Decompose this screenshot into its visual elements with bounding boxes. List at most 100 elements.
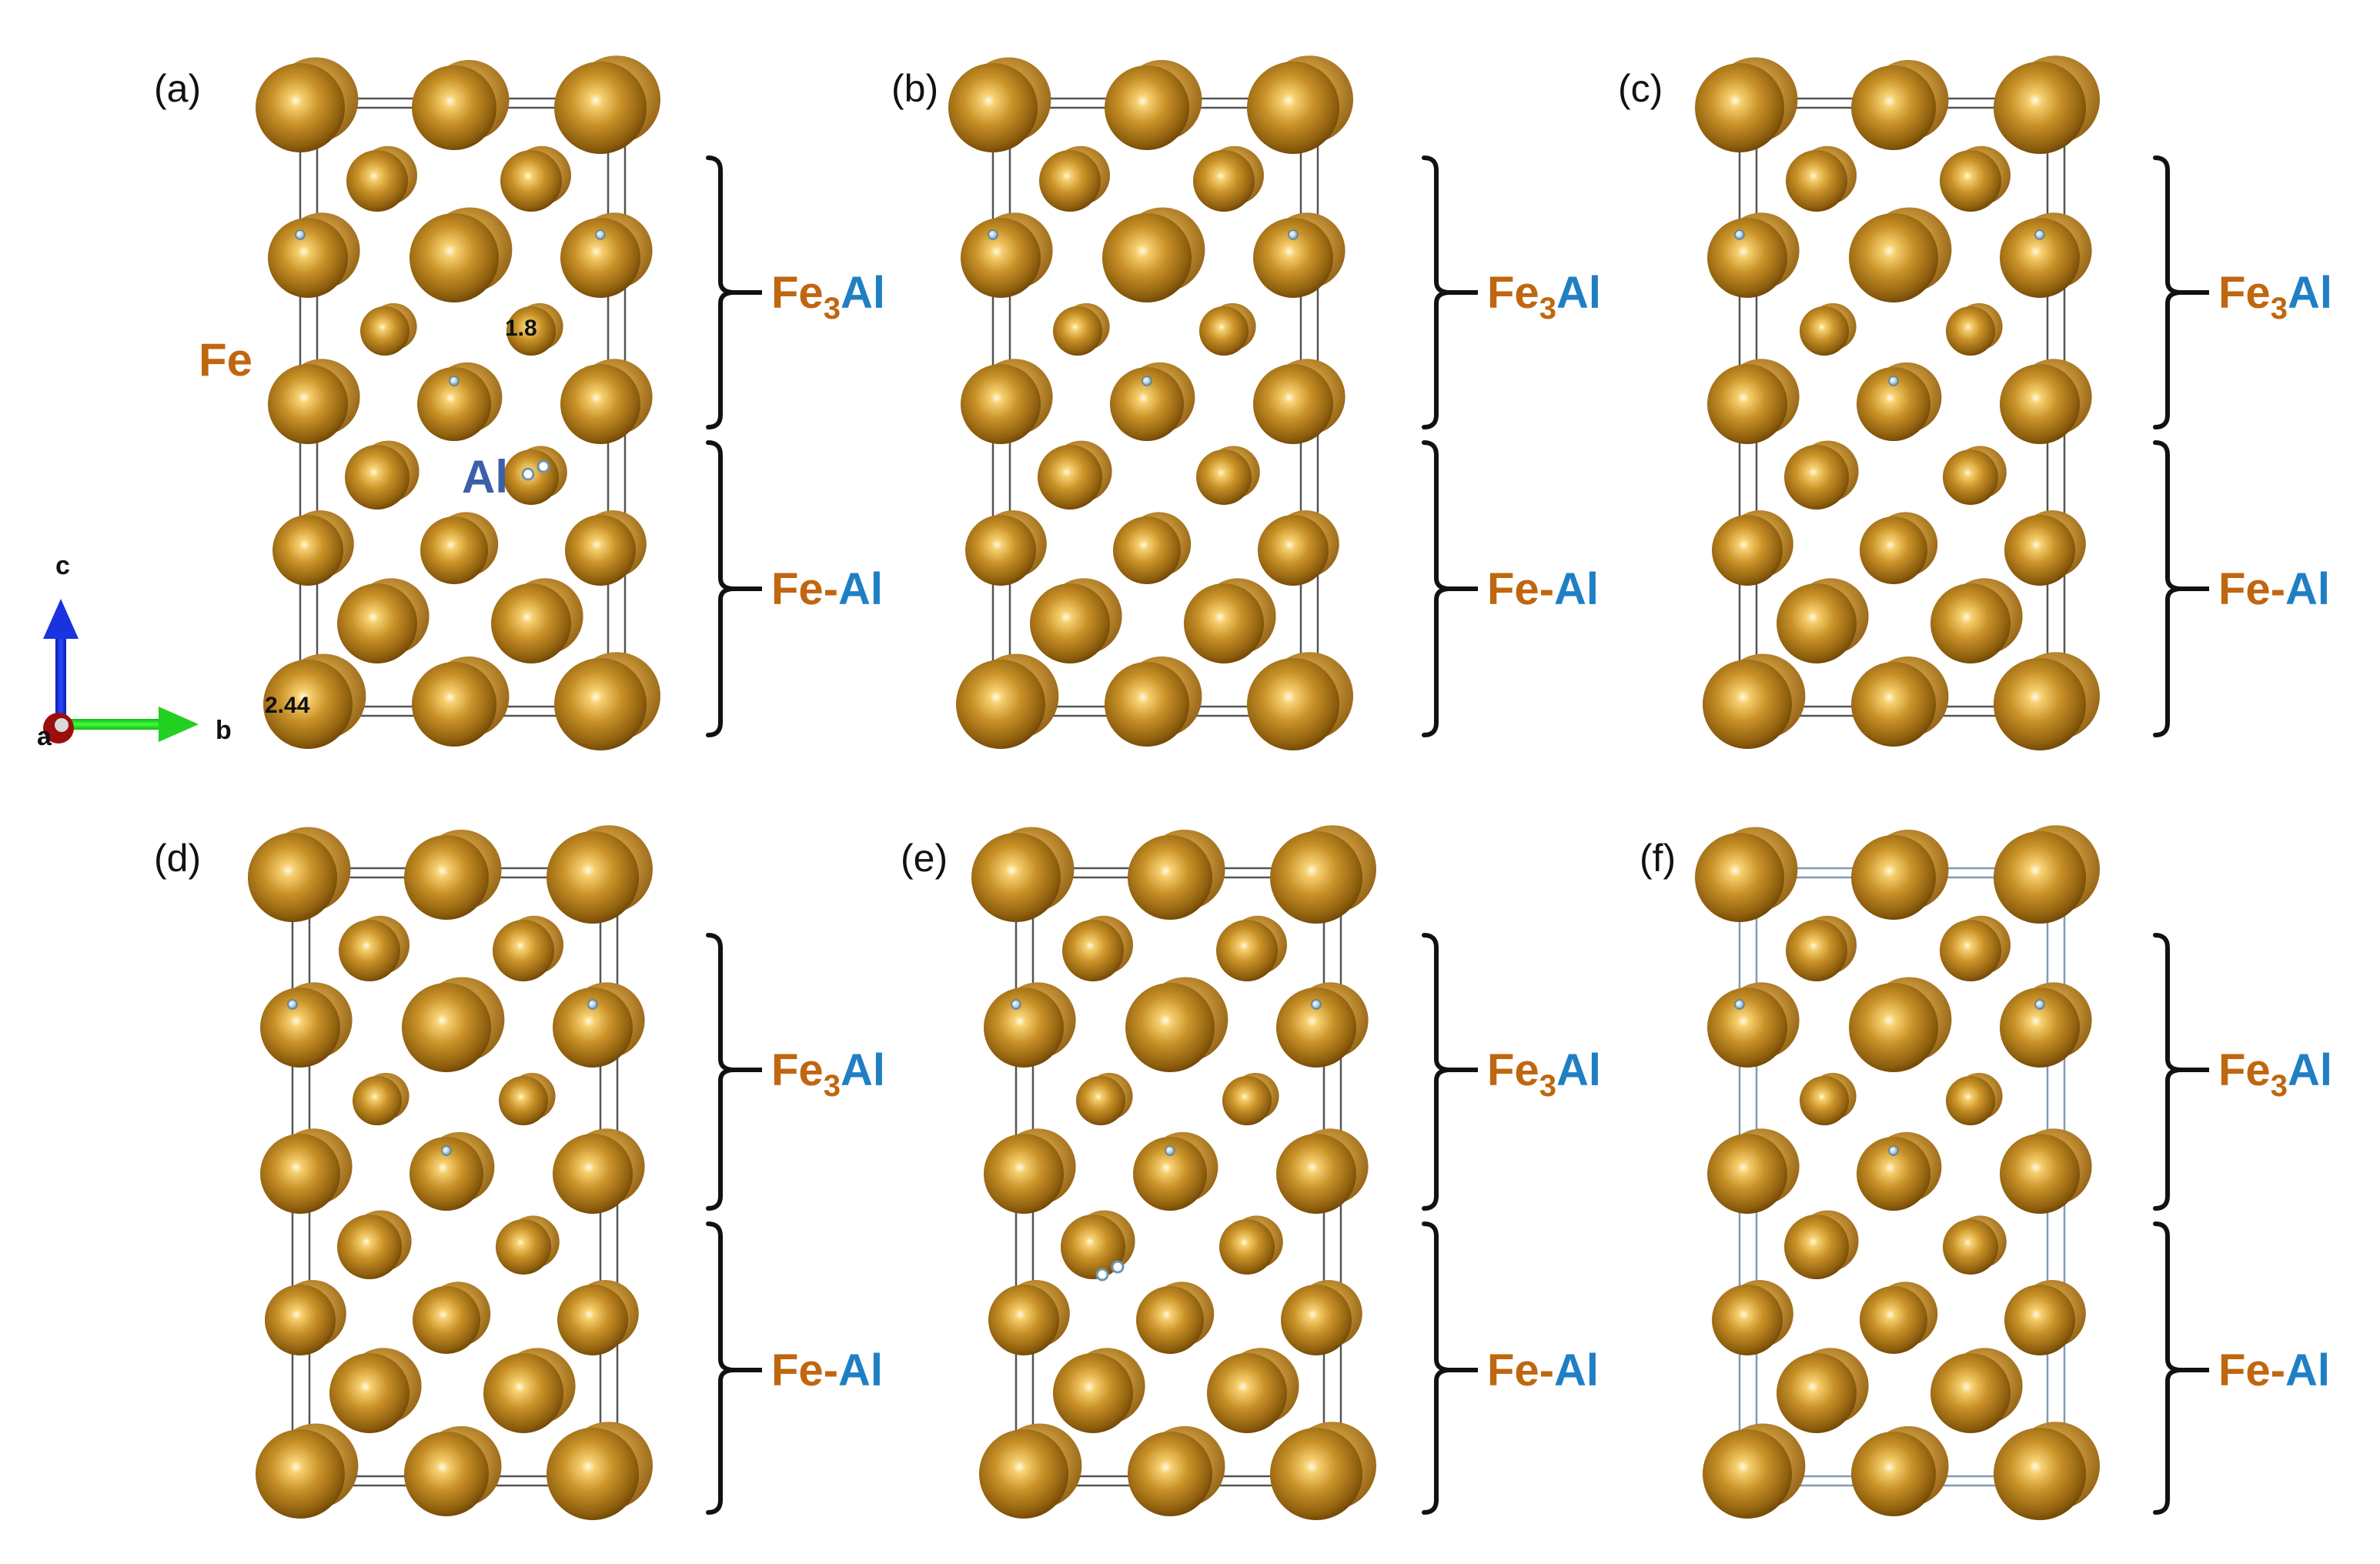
al-atom bbox=[1888, 1145, 1899, 1156]
fe3al-label: Fe3Al bbox=[1487, 1045, 1601, 1103]
al-element-label: Al bbox=[462, 451, 508, 503]
fe-atom bbox=[263, 660, 353, 749]
fe-al-distance-label: 1.8 bbox=[505, 316, 537, 341]
fe-atoms bbox=[948, 55, 1353, 750]
fe-atom bbox=[248, 833, 337, 922]
fe-atom bbox=[1707, 988, 1787, 1068]
fe-atom bbox=[1105, 65, 1189, 150]
fe3al-label: Fe3Al bbox=[771, 1045, 885, 1103]
fe-atom bbox=[1053, 306, 1102, 356]
fe-atom bbox=[1849, 213, 1938, 302]
feal-label: Fe-Al bbox=[2218, 564, 2330, 614]
fe3al-label: Fe3Al bbox=[1487, 268, 1601, 326]
fe-atom bbox=[547, 831, 639, 924]
fe-atom bbox=[1196, 449, 1252, 505]
fe-atom bbox=[1207, 1353, 1287, 1433]
fe-atom bbox=[404, 835, 489, 920]
fe-atom bbox=[1851, 835, 1936, 920]
phase-brace bbox=[2153, 1221, 2184, 1515]
fe-atom bbox=[1053, 1353, 1133, 1433]
fe-atom bbox=[500, 150, 562, 212]
fe-atom bbox=[1270, 831, 1362, 924]
al-atom bbox=[1288, 229, 1299, 240]
fe-atom bbox=[1784, 1215, 1849, 1279]
c-axis-label: c bbox=[55, 551, 70, 580]
fe-atom bbox=[1113, 516, 1181, 584]
fe-atom bbox=[1219, 1219, 1275, 1275]
phase-brace bbox=[706, 155, 737, 429]
fe-atom bbox=[1800, 306, 1849, 356]
fe-atom bbox=[345, 445, 409, 510]
fe-atom bbox=[988, 1285, 1059, 1355]
fe-atom bbox=[2000, 218, 2080, 298]
fe-atom bbox=[1800, 1076, 1849, 1125]
fe-atom bbox=[971, 833, 1061, 922]
fe-atom bbox=[337, 583, 417, 663]
al-atom bbox=[2034, 229, 2045, 240]
panel-a: (a) bbox=[154, 55, 660, 750]
fe-atom bbox=[961, 364, 1041, 444]
fe-atom bbox=[491, 583, 571, 663]
fe-atom bbox=[1777, 1353, 1857, 1433]
fe-atom bbox=[420, 516, 488, 584]
fe-atom bbox=[1247, 62, 1339, 154]
fe-atom bbox=[1061, 1215, 1125, 1279]
fe-atom bbox=[499, 1076, 548, 1125]
c-axis-arrowhead bbox=[43, 599, 79, 639]
fe-atom bbox=[1707, 364, 1787, 444]
fe-atom bbox=[565, 515, 636, 586]
fe-atom bbox=[1136, 1286, 1204, 1354]
fe-atom bbox=[1703, 1429, 1792, 1519]
fe-atom bbox=[1943, 1219, 1998, 1275]
fe-atom bbox=[1125, 983, 1215, 1072]
al-site-marker bbox=[537, 460, 550, 473]
fe-element-label: Fe bbox=[199, 334, 252, 386]
fe-atom bbox=[1994, 1428, 2086, 1520]
fe-atom bbox=[1216, 920, 1278, 981]
fe-atom bbox=[1940, 150, 2001, 212]
feal-label: Fe-Al bbox=[1487, 1345, 1599, 1395]
fe-atom bbox=[409, 213, 499, 302]
feal-label: Fe-Al bbox=[771, 1345, 883, 1395]
a-axis-highlight bbox=[55, 718, 69, 732]
phase-brace bbox=[2153, 933, 2184, 1211]
fe-atom bbox=[1703, 660, 1792, 749]
fe-atom bbox=[260, 1134, 340, 1214]
fe-atom bbox=[1786, 150, 1847, 212]
panel-label: (f) bbox=[1640, 837, 1676, 880]
fe-atom bbox=[360, 306, 409, 356]
b-axis-shaft bbox=[68, 719, 162, 730]
al-atom bbox=[1165, 1145, 1175, 1156]
panel-label: (d) bbox=[154, 837, 201, 880]
fe-atom bbox=[1994, 831, 2086, 924]
panel-label: (b) bbox=[891, 67, 938, 110]
fe-atom bbox=[1030, 583, 1110, 663]
fe-atom bbox=[272, 515, 343, 586]
fe-atom bbox=[2004, 515, 2075, 586]
phase-brace bbox=[706, 933, 737, 1211]
fe-atoms bbox=[971, 825, 1376, 1520]
fe-atom bbox=[1707, 218, 1787, 298]
fe-atom bbox=[402, 983, 491, 1072]
phase-brace bbox=[2153, 440, 2184, 737]
fe-atom bbox=[554, 62, 647, 154]
fe-atom bbox=[1946, 306, 1995, 356]
al-atom bbox=[449, 376, 460, 386]
al-atom bbox=[587, 999, 598, 1010]
fe-atom bbox=[1110, 367, 1184, 441]
fe-atom bbox=[979, 1429, 1068, 1519]
al-site-marker bbox=[1111, 1260, 1125, 1274]
fe-atom bbox=[1199, 306, 1248, 356]
fe-atom bbox=[1281, 1285, 1352, 1355]
al-atom bbox=[441, 1145, 452, 1156]
feal-label: Fe-Al bbox=[771, 564, 883, 614]
fe-atom bbox=[413, 1286, 480, 1354]
fe-atom bbox=[404, 1432, 489, 1516]
fe-atom bbox=[1276, 1134, 1356, 1214]
fe-atom bbox=[560, 364, 640, 444]
b-axis-label: b bbox=[216, 716, 232, 745]
phase-brace bbox=[1422, 155, 1452, 429]
fe-atom bbox=[417, 367, 491, 441]
fe-atom bbox=[412, 662, 496, 747]
